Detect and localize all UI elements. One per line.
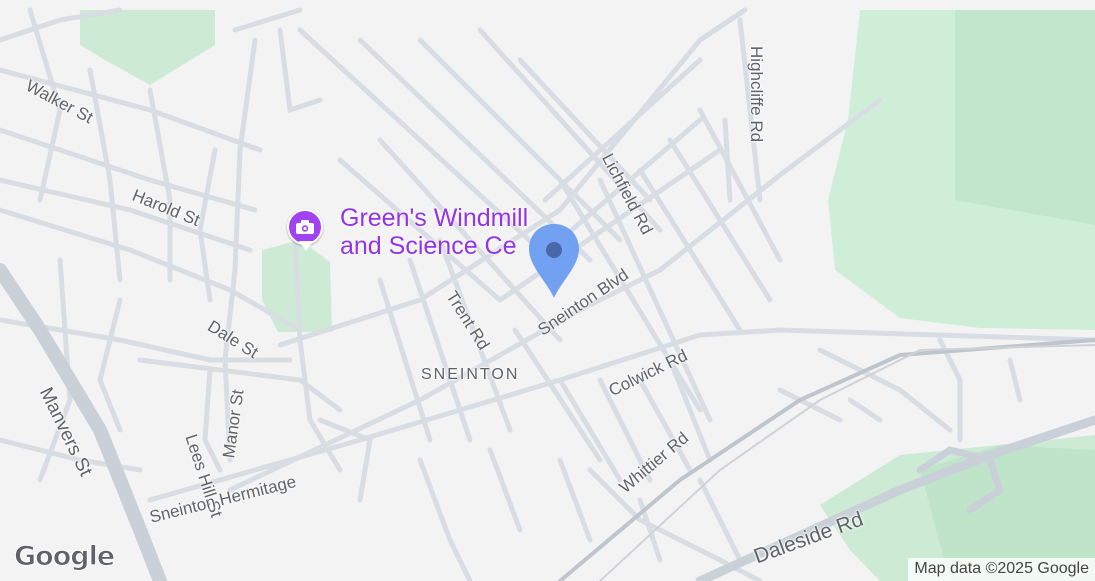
google-logo: Google: [13, 541, 115, 573]
poi-label-line1: Green's Windmill: [340, 204, 529, 232]
area-label-sneinton: SNEINTON: [421, 366, 520, 383]
poi-label[interactable]: Green's Windmill and Science Ce: [340, 204, 528, 260]
location-pin-icon[interactable]: [525, 222, 583, 302]
camera-icon: [296, 220, 314, 234]
street-label-highcliffe: Highcliffe Rd: [747, 46, 766, 143]
map-attribution: Map data ©2025 Google: [908, 558, 1095, 581]
poi-label-line2: and Science Ce: [340, 232, 517, 260]
poi-marker[interactable]: [287, 209, 323, 245]
poi-marker-tail: [299, 241, 313, 251]
